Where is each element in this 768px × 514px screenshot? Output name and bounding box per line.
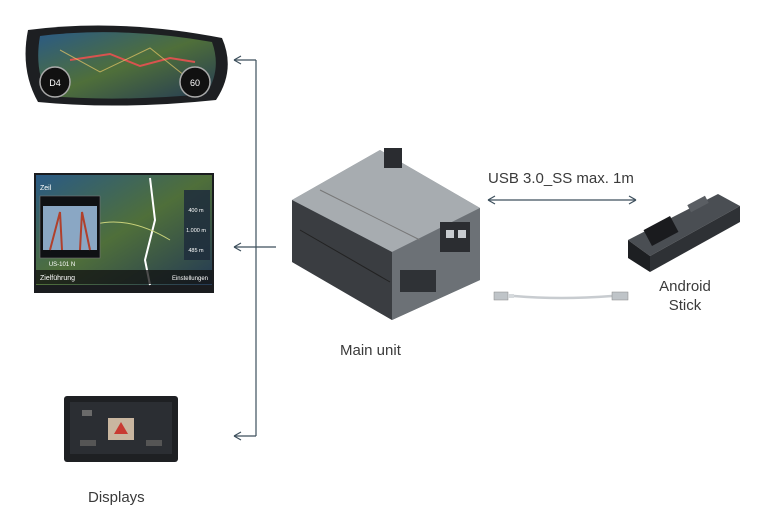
- right-gauge-value: 60: [190, 78, 200, 88]
- android-stick-label-line1: Android: [659, 278, 711, 295]
- usb-label: USB 3.0_SS max. 1m: [488, 170, 634, 187]
- display-bus: [233, 55, 276, 441]
- right-gauge: [179, 66, 211, 98]
- usb-connection-arrow: [487, 195, 637, 205]
- displays-label: Displays: [88, 489, 145, 506]
- info-top-left: Zeil: [40, 185, 52, 192]
- info-dist3: 485 m: [188, 248, 204, 254]
- main-unit-device: [292, 148, 480, 320]
- climate-arrow-icon: [114, 422, 128, 434]
- main-unit-label: Main unit: [340, 342, 401, 359]
- info-dist2: 1.000 m: [186, 228, 206, 234]
- info-dist1: 400 m: [188, 208, 204, 214]
- info-bottom-right: Einstellungen: [172, 276, 208, 282]
- android-stick-device: [628, 194, 740, 272]
- main-unit-connector: [384, 148, 402, 168]
- infotainment-display: Zeil US-101 N 400 m 1.000 m 485 m Zielfü…: [34, 173, 214, 293]
- distance-panel: [184, 190, 210, 260]
- instrument-cluster-display: D4 60: [25, 25, 228, 106]
- info-route: US-101 N: [49, 262, 75, 268]
- usb-cable: [493, 291, 629, 301]
- info-destination: Zielführung: [40, 275, 75, 282]
- left-gauge-value: D4: [49, 78, 61, 88]
- left-gauge: [39, 66, 71, 98]
- climate-display: [64, 396, 178, 462]
- android-stick-label: Android Stick: [648, 277, 722, 315]
- android-stick-label-line2: Stick: [668, 297, 702, 314]
